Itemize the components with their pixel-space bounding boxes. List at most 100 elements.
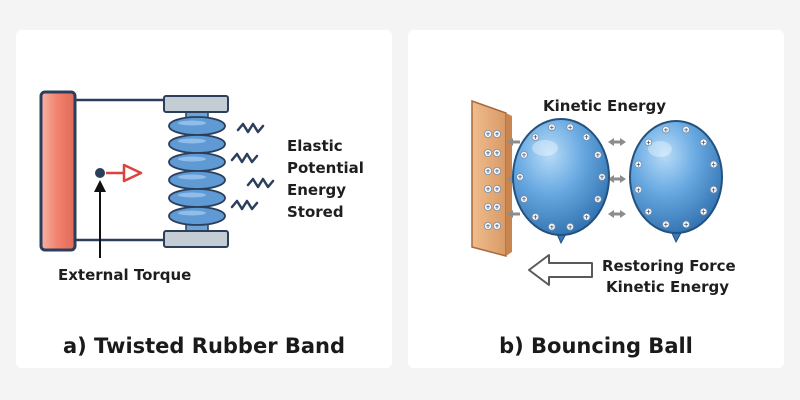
svg-text:+: + [494, 186, 499, 193]
ball-left-charge-7: + [566, 222, 574, 231]
torque-point [95, 168, 105, 178]
coil-5 [168, 188, 226, 208]
wall-charge-3-0: + [483, 184, 492, 193]
top-clamp [163, 95, 229, 113]
ball-right-charge-11: + [644, 138, 653, 146]
ball-right-charge-8: + [644, 207, 653, 216]
wall-block [471, 99, 507, 257]
wall-charge-2-0: + [483, 166, 492, 175]
svg-text:+: + [663, 127, 668, 134]
between-arrow-1 [608, 138, 626, 146]
torque-label: External Torque [58, 266, 191, 284]
squiggle-1 [236, 122, 265, 134]
ball-left-highlight [532, 140, 558, 156]
wall-charge-4-0: + [483, 202, 492, 211]
ball-right-charge-6: + [682, 220, 690, 228]
between-arrow-3 [608, 210, 626, 218]
svg-text:+: + [494, 223, 499, 230]
fixed-post [39, 90, 77, 252]
svg-text:+: + [684, 221, 689, 228]
squiggle-2 [230, 152, 259, 164]
force-arrows [507, 138, 626, 218]
ball-right-charge-9: + [634, 185, 643, 194]
ball-right-body [629, 120, 723, 234]
svg-text:+: + [595, 196, 600, 203]
between-arrow-2 [608, 175, 626, 183]
svg-text:+: + [646, 139, 651, 146]
svg-text:+: + [533, 214, 538, 221]
svg-text:+: + [522, 152, 527, 159]
wall-charge-1-0: + [483, 148, 492, 157]
svg-text:+: + [494, 150, 499, 157]
svg-text:+: + [549, 224, 554, 231]
ball-right: + + + + + + + + + + + + [629, 120, 723, 244]
wall-charge-0-1: + [492, 129, 501, 138]
restoring-label-line-2: Kinetic Energy [606, 278, 729, 296]
ball-right-charge-3: + [709, 160, 718, 168]
wall-arrow-1 [507, 138, 520, 146]
energy-label-line-1: Elastic [287, 137, 343, 155]
ball-left-charge-1: + [566, 123, 574, 131]
energy-squiggles [230, 122, 275, 211]
energy-label-line-2: Potential [287, 159, 364, 177]
wall-charge-0-0: + [483, 129, 492, 138]
svg-text:+: + [485, 150, 490, 157]
svg-text:+: + [494, 204, 499, 211]
svg-text:+: + [711, 187, 716, 194]
wall-charge-5-0: + [483, 221, 492, 230]
ball-left-charges: ++++++++++++++ [516, 123, 606, 231]
restoring-label-line-1: Restoring Force [602, 257, 736, 275]
ball-right-charge-4: + [709, 185, 718, 194]
svg-text:+: + [636, 187, 641, 194]
energy-label-line-3: Energy [287, 181, 346, 199]
wall-charge-5-1: + [492, 221, 501, 230]
ball-left-charge-2: + [582, 133, 591, 141]
svg-text:+: + [584, 134, 589, 141]
svg-text:+: + [646, 209, 651, 216]
squiggle-4 [230, 199, 259, 211]
svg-text:+: + [517, 174, 522, 181]
ball-left-charge-9: + [531, 213, 540, 221]
coil-4 [168, 170, 226, 190]
svg-text:+: + [549, 124, 554, 131]
kinetic-energy-label: Kinetic Energy [543, 97, 666, 115]
torque-pointer-head [94, 180, 106, 192]
svg-text:+: + [494, 131, 499, 138]
ball-left-charge-8: + [548, 222, 556, 231]
svg-text:+: + [485, 186, 490, 193]
ball-left-charge-10: + [520, 195, 528, 203]
ball-left: ++++++++++++++ [512, 118, 610, 245]
svg-text:+: + [522, 196, 527, 203]
ball-right-charge-10: + [634, 160, 643, 168]
wall-side [506, 113, 512, 256]
rubber-band-coils [168, 116, 226, 226]
coil-highlight-4 [178, 174, 206, 180]
coil-highlight-6 [178, 210, 206, 216]
squiggle-3 [246, 177, 275, 189]
coil-highlight-5 [178, 192, 206, 198]
coil-highlight-1 [178, 120, 206, 126]
ball-right-charge-1: + [682, 125, 690, 134]
ball-left-charge-5: + [594, 195, 602, 203]
energy-label-line-4: Stored [287, 203, 344, 221]
wall-charge-1-1: + [492, 148, 501, 157]
svg-text:+: + [485, 204, 490, 211]
coil-1 [168, 116, 226, 136]
ball-right-charge-2: + [699, 138, 708, 146]
svg-text:+: + [701, 139, 706, 146]
coil-highlight-3 [178, 156, 206, 162]
svg-text:+: + [485, 223, 490, 230]
wall-charge-4-1: + [492, 202, 501, 211]
ball-right-charge-7: + [662, 220, 670, 228]
torque-arrowhead-red [122, 163, 143, 183]
restoring-force-arrow [528, 254, 593, 286]
svg-text:+: + [711, 161, 716, 168]
ball-right-charge-5: + [699, 207, 708, 216]
ball-left-charge-12: + [520, 151, 528, 159]
svg-text:+: + [663, 221, 668, 228]
ball-left-body [512, 118, 610, 236]
svg-text:+: + [595, 152, 600, 159]
coil-6 [168, 206, 226, 226]
ball-left-charge-4: + [598, 173, 606, 181]
